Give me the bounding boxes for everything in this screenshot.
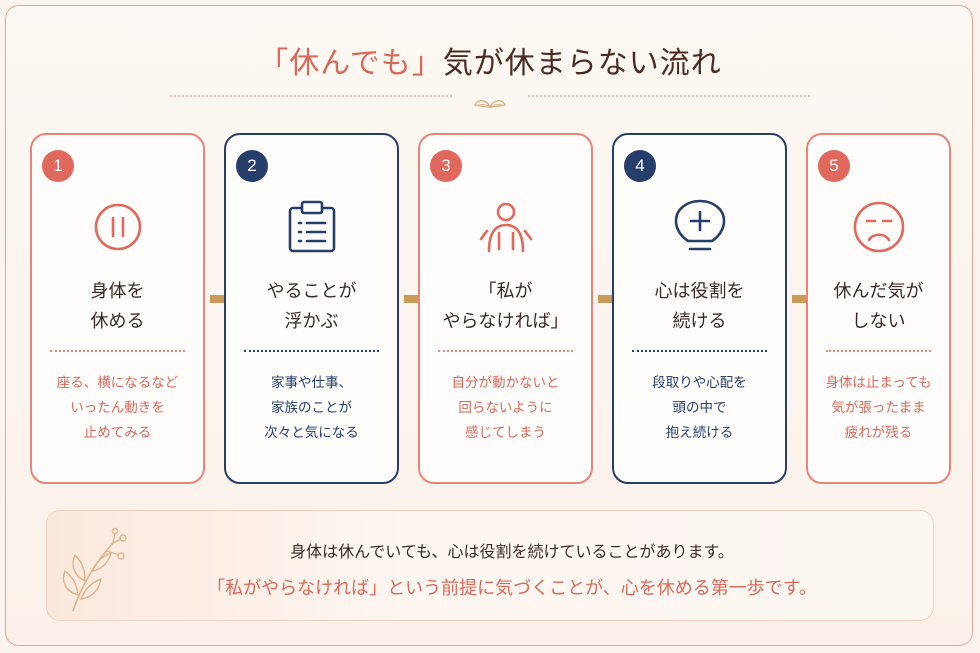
title-accent: 「休んでも」 <box>258 46 443 81</box>
dotted-separator <box>826 350 931 352</box>
page-title: 「休んでも」気が休まらない流れ <box>0 38 980 82</box>
summary-box: 身体は休んでいても、心は役割を続けていることがあります。 「私がやらなければ」と… <box>46 510 934 621</box>
summary-line-2: 「私がやらなければ」という前提に気づくことが、心を休める第一歩です。 <box>207 578 817 599</box>
step-number-badge: 3 <box>430 150 462 182</box>
title-divider-left <box>170 95 452 97</box>
step-description: 座る、横になるなど いったん動きを 止めてみる <box>56 375 179 441</box>
step-description: 段取りや心配を 頭の中で 抱え続ける <box>652 375 747 441</box>
step-number-badge: 2 <box>236 150 268 182</box>
step-number-badge: 5 <box>818 150 850 182</box>
leaf-ornament-icon <box>473 100 507 108</box>
clipboard-list-icon <box>288 200 335 253</box>
step-description: 身体は止まっても 気が張ったまま 疲れが残る <box>825 375 932 441</box>
title-divider-right <box>528 95 810 97</box>
sprig-decoration-icon <box>62 527 127 612</box>
step-number-badge: 1 <box>42 150 74 182</box>
step-card-2: 2 やることが 浮かぶ 家事や仕事、 家族のことが 次々と気になる <box>224 133 399 484</box>
step-number-badge: 4 <box>624 150 656 182</box>
step-card-4: 4 心は役割を 続ける 段取りや心配を 頭の中で 抱え続ける <box>612 133 787 484</box>
step-heading: 休んだ気が しない <box>833 281 924 332</box>
title-rest: 気が休まらない流れ <box>442 46 722 81</box>
step-description: 家事や仕事、 家族のことが 次々と気になる <box>264 375 359 441</box>
summary-line-1: 身体は休んでいても、心は役割を続けていることがあります。 <box>290 542 734 561</box>
step-heading: 身体を 休める <box>90 281 145 332</box>
pause-circle-icon <box>94 203 141 251</box>
step-card-3: 3 「私が やらなければ」 自分が動かないと 回らないように 感じてしまう <box>418 133 593 484</box>
step-heading: やることが 浮かぶ <box>266 281 357 332</box>
dotted-separator <box>632 350 767 352</box>
dotted-separator <box>438 350 573 352</box>
step-card-5: 5 休んだ気が しない 身体は止まっても 気が張ったまま 疲れが残る <box>806 133 951 484</box>
lightbulb-plus-icon <box>674 199 725 251</box>
step-heading: 「私が やらなければ」 <box>442 281 569 332</box>
sad-face-icon <box>853 201 904 253</box>
dotted-separator <box>50 350 185 352</box>
step-description: 自分が動かないと 回らないように 感じてしまう <box>451 375 560 441</box>
person-pressure-icon <box>479 202 532 253</box>
step-card-1: 1 身体を 休める 座る、横になるなど いったん動きを 止めてみる <box>30 133 205 484</box>
dotted-separator <box>244 350 379 352</box>
step-heading: 心は役割を 続ける <box>654 281 745 332</box>
